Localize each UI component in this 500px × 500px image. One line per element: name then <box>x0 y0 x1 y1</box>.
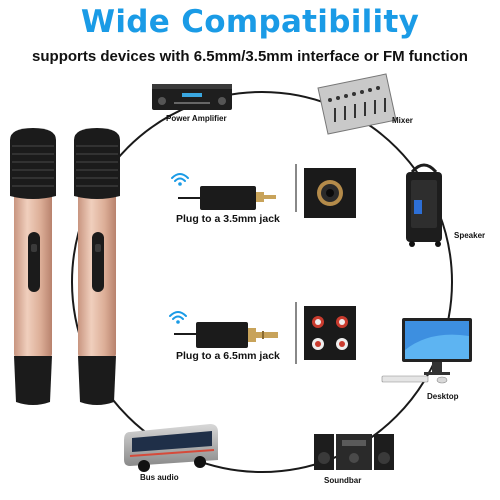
page-title: Wide Compatibility <box>80 4 420 40</box>
large-jack-label: Plug to a 6.5mm jack <box>176 350 280 362</box>
mixer-image <box>317 73 397 135</box>
3.5mm-socket-image <box>304 168 356 218</box>
receiver-icon <box>174 322 278 348</box>
power-amplifier-label: Power Amplifier <box>166 114 227 123</box>
bus-audio-label: Bus audio <box>140 473 179 482</box>
page-subtitle: supports devices with 6.5mm/3.5mm interf… <box>32 48 468 65</box>
soundbar-image <box>314 434 394 470</box>
connection-circle <box>71 91 453 473</box>
microphone-icon <box>10 128 56 405</box>
microphone-icon <box>74 128 120 405</box>
small-jack-label: Plug to a 3.5mm jack <box>176 213 280 225</box>
power-amplifier-image <box>152 84 232 110</box>
mixer-label: Mixer <box>392 116 413 125</box>
desktop-image <box>381 318 472 384</box>
speaker-label: Speaker <box>454 231 486 240</box>
speaker-image <box>406 163 442 247</box>
soundbar-label: Soundbar <box>324 476 362 485</box>
wifi-icon <box>169 311 187 320</box>
bus-image <box>124 424 218 472</box>
wifi-icon <box>171 173 189 182</box>
desktop-label: Desktop <box>427 392 459 401</box>
receiver-icon <box>178 186 276 210</box>
6.5mm-socket-image <box>304 306 356 360</box>
